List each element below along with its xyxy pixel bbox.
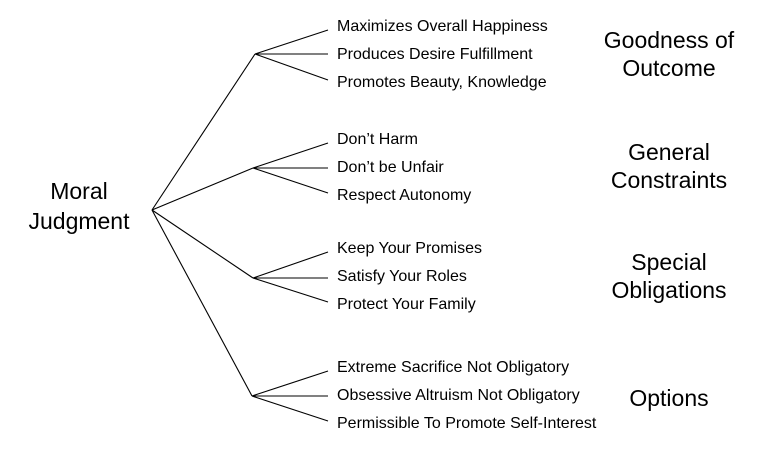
root-node-label: Moral Judgment (28, 178, 130, 234)
leaf-label: Produces Desire Fulfillment (337, 46, 533, 63)
leaf-label: Respect Autonomy (337, 187, 472, 204)
root-to-branch-lines (151, 53, 256, 397)
leaf-label: Satisfy Your Roles (337, 268, 467, 285)
leaf-line (252, 167, 329, 194)
category-label-special-obligations: Special Obligations (611, 249, 727, 303)
root-line-options (151, 209, 253, 397)
leaf-label: Don’t Harm (337, 131, 418, 148)
leaf-line (252, 142, 329, 169)
leaf-line (254, 53, 329, 81)
root-line-goodness-of-outcome (151, 53, 256, 211)
category-label-general-constraints: General Constraints (610, 139, 728, 193)
branch-special-obligations-leaf-lines (252, 251, 329, 303)
leaf-label: Extreme Sacrifice Not Obligatory (337, 359, 570, 376)
leaf-line (252, 277, 329, 303)
leaf-line (251, 370, 329, 397)
leaf-label: Obsessive Altruism Not Obligatory (337, 387, 580, 404)
root-line-general-constraints (151, 167, 254, 211)
leaf-line (252, 251, 329, 279)
leaf-line (254, 29, 329, 55)
branch-options-leaf-lines (251, 370, 329, 422)
leaf-label: Maximizes Overall Happiness (337, 18, 548, 35)
category-label-options: Options (629, 385, 709, 411)
branch-general-constraints-leaf-lines (252, 142, 329, 194)
leaf-label: Protect Your Family (337, 296, 476, 313)
category-label-goodness-of-outcome: Goodness of Outcome (603, 27, 735, 81)
branch-goodness-of-outcome-leaf-lines (254, 29, 329, 81)
leaf-label: Don’t be Unfair (337, 159, 444, 176)
leaf-line (251, 395, 329, 422)
leaf-label: Permissible To Promote Self-Interest (337, 415, 597, 432)
leaf-label: Promotes Beauty, Knowledge (337, 74, 547, 91)
root-line-special-obligations (151, 209, 254, 279)
leaf-label: Keep Your Promises (337, 240, 482, 257)
